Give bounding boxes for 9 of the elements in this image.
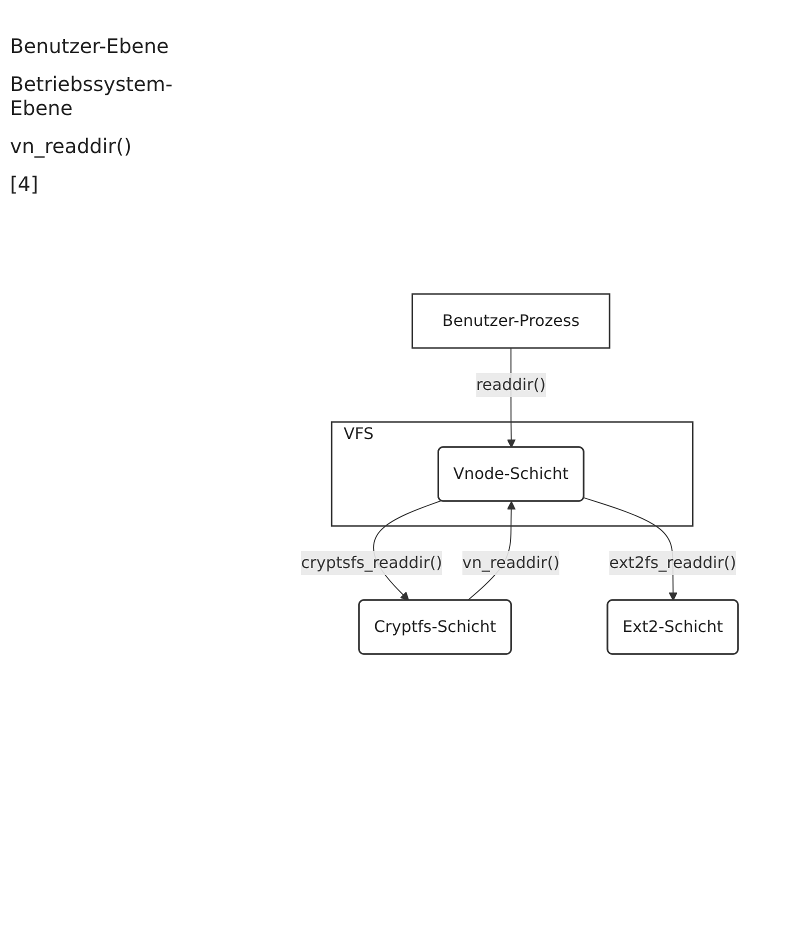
edge-label: ext2fs_readdir() bbox=[609, 552, 736, 572]
edge-label: readdir() bbox=[476, 374, 546, 394]
node-box: Benutzer-Prozess bbox=[412, 293, 610, 349]
annotation-text: Benutzer-Ebene bbox=[10, 34, 170, 58]
annotation-text: [4] bbox=[10, 172, 40, 196]
annotation-text: Betriebssystem-Ebene bbox=[10, 72, 174, 120]
edge-label: cryptsfs_readdir() bbox=[301, 552, 442, 572]
annotation-text: vn_readdir() bbox=[10, 134, 133, 158]
edge-label: vn_readdir() bbox=[462, 552, 560, 572]
